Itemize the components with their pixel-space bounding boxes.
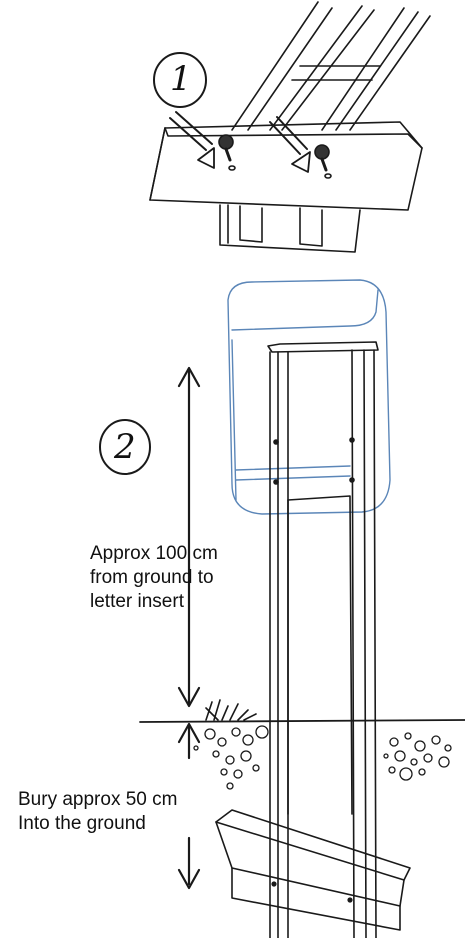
bottom-anchor-bar xyxy=(215,809,411,931)
step1-bolts xyxy=(218,134,332,179)
bury-note: Bury approx 50 cm Into the ground xyxy=(18,788,177,836)
step1-post-rails xyxy=(231,1,431,131)
step1-lower-channel xyxy=(219,204,361,253)
ground-line xyxy=(139,699,465,723)
mailbox-outline xyxy=(227,279,391,515)
step1-number: 1 xyxy=(170,59,192,99)
height-note-line2: from ground to xyxy=(90,567,214,588)
bury-dimension-arrow xyxy=(177,722,201,890)
height-note: Approx 100 cm from ground to letter inse… xyxy=(90,542,218,614)
post xyxy=(267,341,379,938)
step2-number: 2 xyxy=(114,427,136,467)
height-dimension-arrow xyxy=(177,366,201,708)
step2-circle xyxy=(99,419,151,475)
bury-note-line1: Bury approx 50 cm xyxy=(18,789,178,810)
height-note-line3: letter insert xyxy=(90,591,184,612)
bury-note-line2: Into the ground xyxy=(18,813,146,834)
ground-pebbles xyxy=(193,725,452,790)
step1-crossbar xyxy=(149,121,423,211)
height-note-line1: Approx 100 cm xyxy=(90,543,218,564)
step1-arrows xyxy=(169,111,311,173)
step1-circle xyxy=(153,52,207,108)
